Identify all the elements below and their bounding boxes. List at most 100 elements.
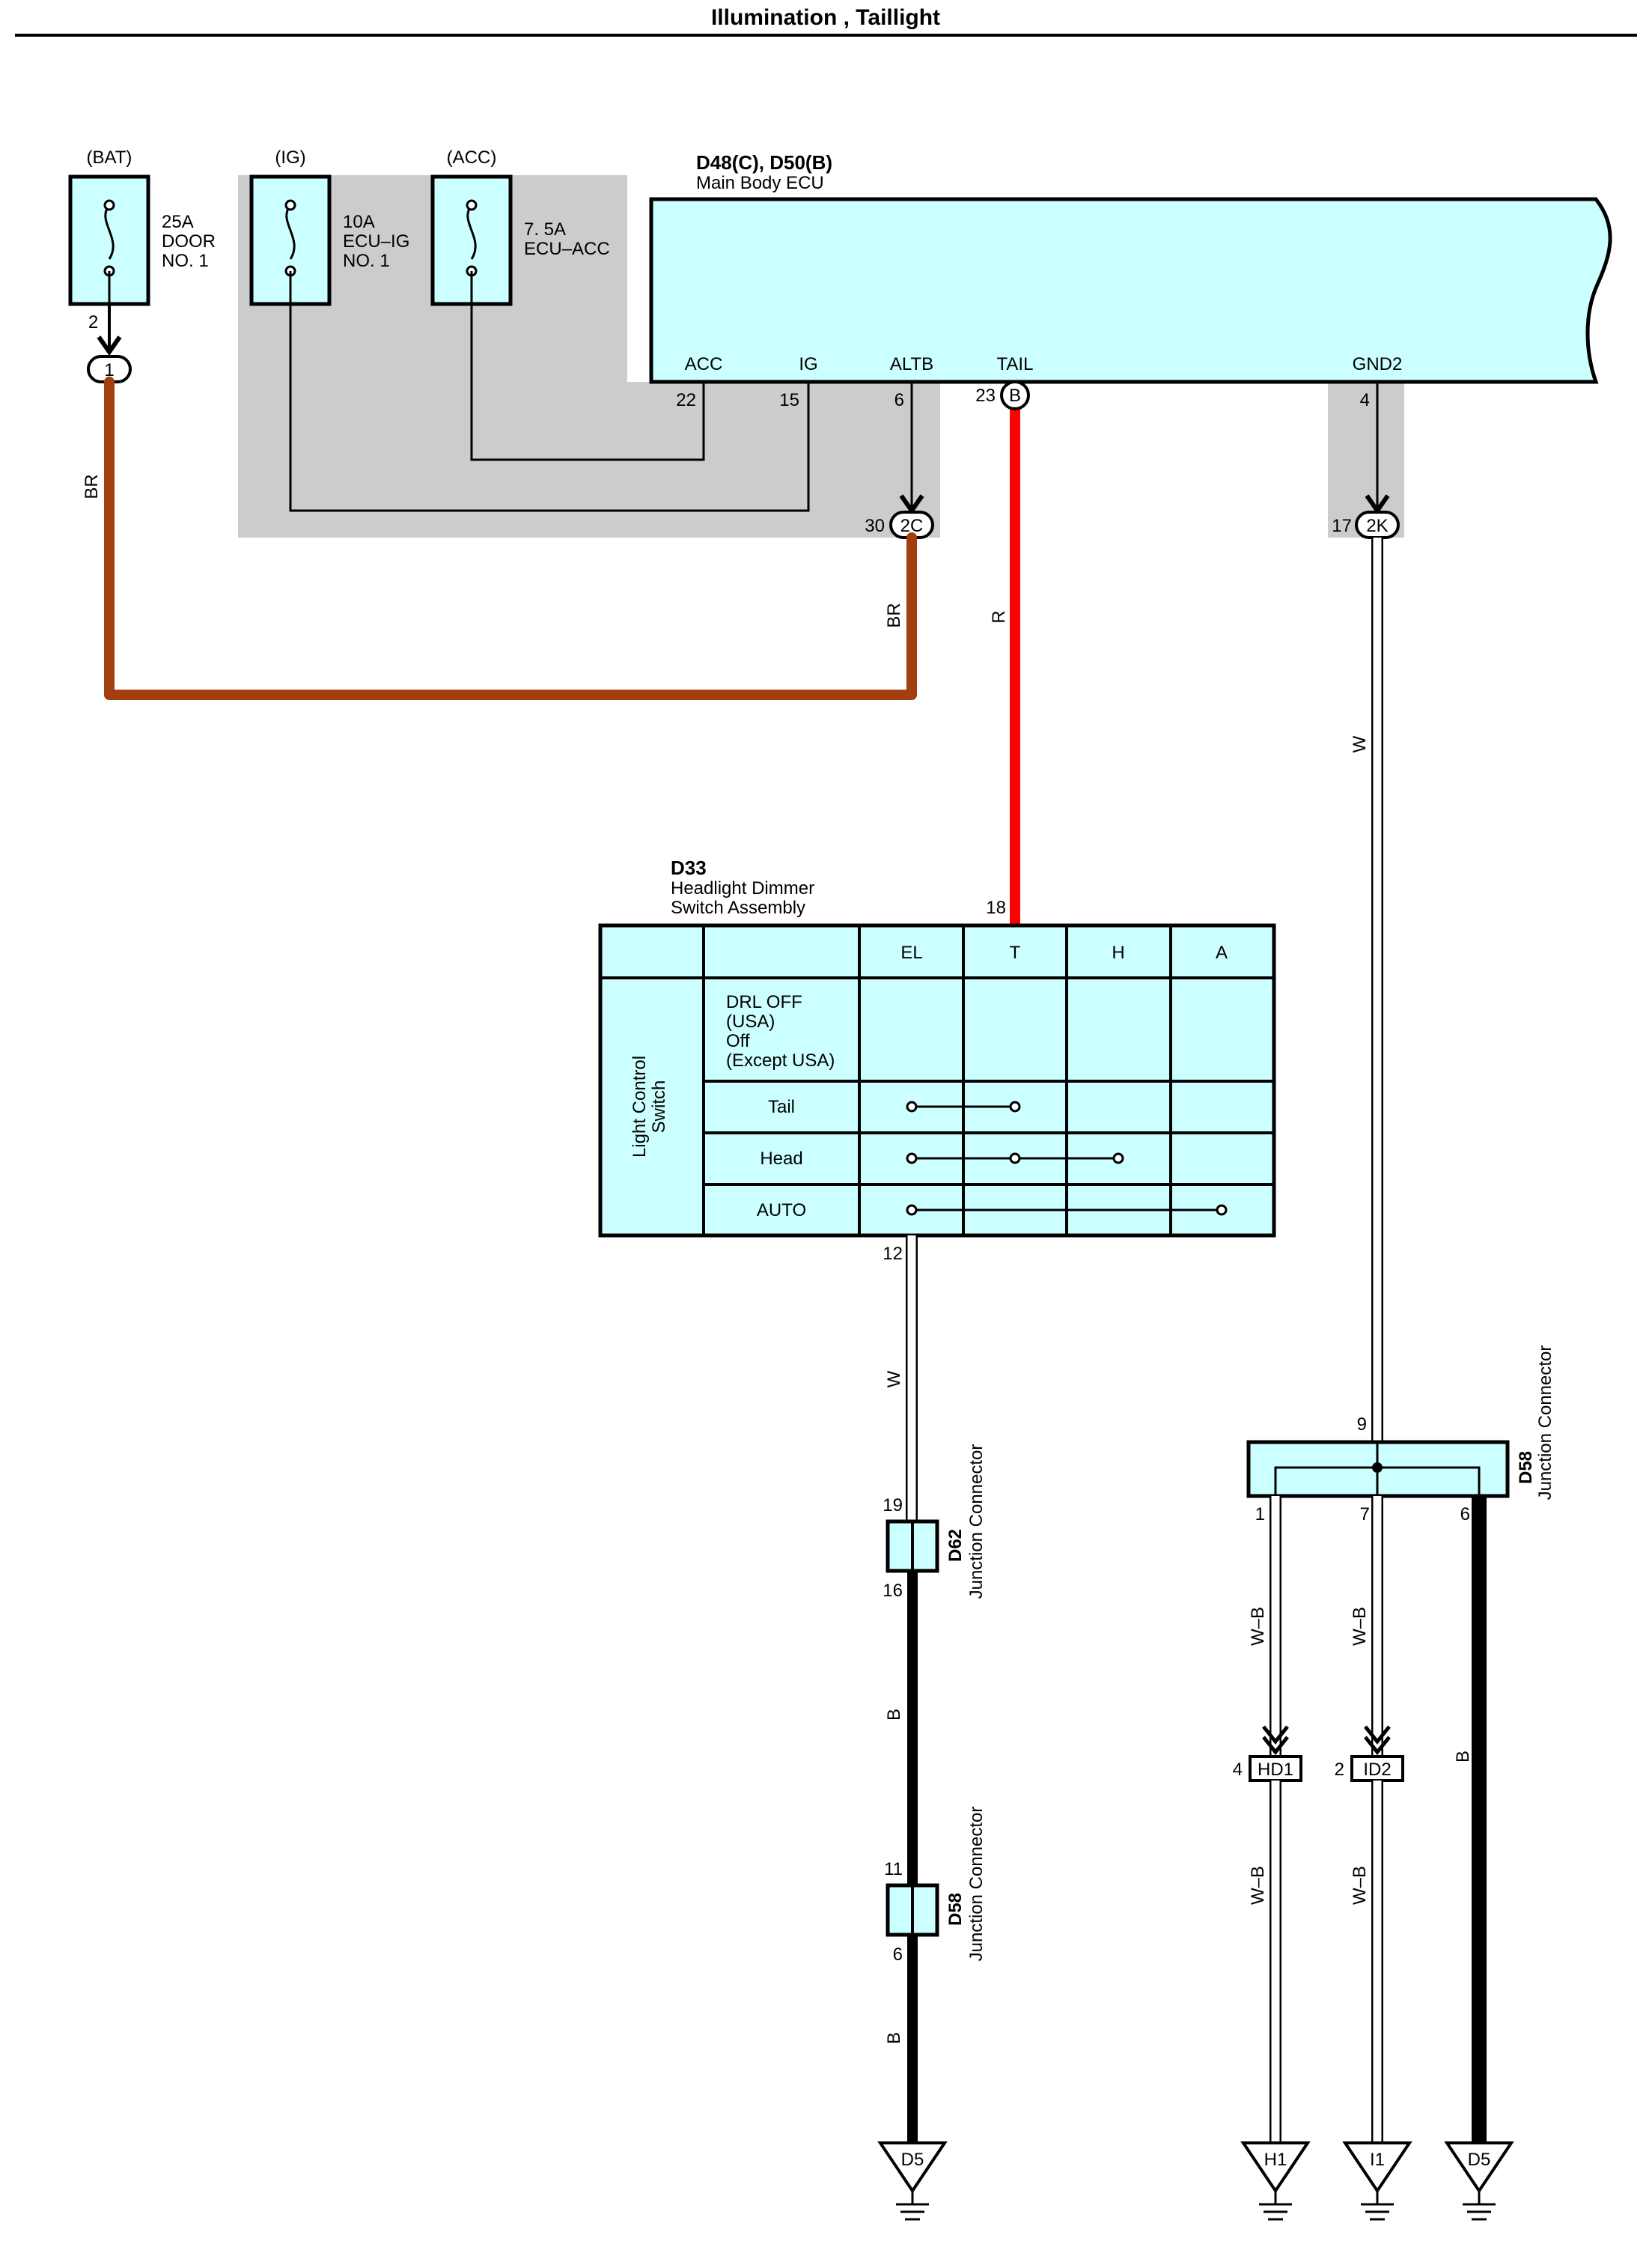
- d62-code: D62: [945, 1529, 966, 1562]
- wire-color-wb-3: W–B: [1248, 1866, 1268, 1905]
- ecu-code: D48(C), D50(B): [696, 151, 832, 174]
- d58b-pin-1: 1: [1255, 1504, 1265, 1524]
- fuse-acc: (ACC) 7. 5A ECU–ACC: [430, 148, 610, 306]
- switch-name-1: Headlight Dimmer: [671, 878, 814, 898]
- fuse-number: NO. 1: [343, 251, 390, 271]
- connector-2c-pin: 30: [865, 516, 885, 536]
- wire-color-b-1: B: [884, 1709, 904, 1721]
- ecu-pin-15: 15: [779, 390, 799, 410]
- d58b-pin-6: 6: [1460, 1504, 1470, 1524]
- connector-2k-pin: 17: [1332, 516, 1352, 536]
- d58a-code: D58: [945, 1893, 966, 1926]
- fuse-source-label: (ACC): [447, 148, 497, 168]
- fuse-rating: 25A: [162, 212, 194, 232]
- wire-color-br-left: BR: [82, 474, 102, 499]
- column-t: T: [1010, 943, 1021, 963]
- ecu-terminal-acc: ACC: [685, 354, 723, 374]
- fuse-bat: (BAT) 25A DOOR NO. 1: [68, 148, 216, 306]
- fuse-number: NO. 1: [162, 251, 209, 271]
- ground-icon: [1240, 2141, 1311, 2194]
- ecu-pin-4: 4: [1360, 390, 1370, 410]
- ground-icon: [877, 2141, 948, 2194]
- row-auto: AUTO: [757, 1200, 806, 1220]
- wire-br: [104, 377, 917, 700]
- light-control-switch-table: EL T H A Light Control Switch DRL OFF (U…: [598, 923, 1276, 1238]
- ecu-terminal-gnd2: GND2: [1353, 354, 1403, 374]
- ecu-pin-23: 23: [975, 386, 996, 406]
- d62-name: Junction Connector: [966, 1444, 987, 1599]
- fuse-name: DOOR: [162, 231, 216, 252]
- connector-hd1-label: HD1: [1258, 1760, 1293, 1780]
- splice-point: [1372, 1462, 1383, 1473]
- wire-color-br-right: BR: [884, 603, 904, 627]
- d58b-pin-7: 7: [1360, 1504, 1370, 1524]
- ground-icon: [1444, 2141, 1514, 2194]
- connector-arrow-icon: [97, 335, 122, 356]
- d58a-pin-in: 11: [884, 1859, 903, 1879]
- bat-pin: 2: [88, 312, 98, 332]
- fuse-rating: 10A: [343, 212, 375, 232]
- off-row-line-3: Off: [726, 1031, 750, 1051]
- ground-d5-right: D5: [1444, 2141, 1514, 2221]
- shaded-area-left: [238, 175, 940, 538]
- fuse-rating: 7. 5A: [524, 219, 566, 240]
- switch-code: D33: [671, 857, 707, 879]
- off-row-line-1: DRL OFF: [726, 992, 802, 1012]
- main-body-ecu: [649, 197, 1612, 384]
- contact-tail: [906, 1101, 1021, 1113]
- switch-name-2: Switch Assembly: [671, 898, 805, 918]
- connector-id2-label: ID2: [1363, 1760, 1391, 1780]
- connector-b: [1000, 380, 1030, 410]
- contact-head: [906, 1152, 1124, 1164]
- wire-acc: [470, 304, 705, 461]
- wire-color-wb-2: W–B: [1350, 1607, 1370, 1646]
- d58b-pin-in: 9: [1357, 1414, 1367, 1435]
- ground-h1: H1: [1240, 2141, 1311, 2221]
- d58a-name: Junction Connector: [966, 1807, 987, 1962]
- wire-color-b-3: B: [1453, 1751, 1473, 1763]
- connector-arrow-icon: [1364, 1725, 1391, 1756]
- fuse-name: ECU–IG: [343, 231, 409, 252]
- page-title: Illumination , Taillight: [711, 5, 940, 30]
- connector-arrow-icon: [1262, 1725, 1289, 1756]
- wire-color-w-left: W: [884, 1370, 904, 1387]
- ground-d5-left: D5: [877, 2141, 948, 2221]
- wire-color-wb-4: W–B: [1350, 1866, 1370, 1905]
- ecu-terminal-ig: IG: [799, 354, 817, 374]
- connector-2k-label: 2K: [1366, 516, 1388, 536]
- d58a-pin-out: 6: [893, 1945, 903, 1965]
- svg-text:D5: D5: [1468, 2150, 1491, 2170]
- column-h: H: [1112, 943, 1124, 963]
- wire-color-w-right: W: [1350, 735, 1370, 752]
- ecu-pin-6: 6: [894, 390, 904, 410]
- ground-icon: [1342, 2141, 1412, 2194]
- connector-1-label: 1: [104, 360, 114, 380]
- svg-text:D5: D5: [901, 2150, 924, 2170]
- row-tail: Tail: [768, 1097, 795, 1117]
- ecu-pin-22: 22: [676, 390, 696, 410]
- row-head: Head: [760, 1149, 802, 1169]
- connector-hd1-pin: 4: [1233, 1760, 1243, 1780]
- d62-pin-out: 16: [883, 1581, 903, 1601]
- svg-text:H1: H1: [1264, 2150, 1287, 2170]
- off-row-line-2: (USA): [726, 1012, 775, 1032]
- switch-pin-12: 12: [883, 1244, 903, 1264]
- ecu-terminal-altb: ALTB: [890, 354, 933, 374]
- svg-text:I1: I1: [1370, 2150, 1385, 2170]
- fuse-icon: [285, 204, 296, 260]
- side-label-1: Light Control: [630, 1056, 650, 1158]
- d58b-code: D58: [1516, 1451, 1536, 1484]
- d58b-name: Junction Connector: [1535, 1346, 1555, 1500]
- off-row-line-4: (Except USA): [726, 1050, 835, 1071]
- fuse-icon: [104, 204, 115, 260]
- contact-auto: [906, 1204, 1228, 1216]
- connector-id2-pin: 2: [1335, 1760, 1344, 1780]
- fuse-icon: [466, 204, 477, 260]
- ecu-terminal-tail: TAIL: [997, 354, 1034, 374]
- wire-ig: [289, 304, 810, 512]
- wire-color-wb-1: W–B: [1248, 1607, 1268, 1646]
- switch-pin-18: 18: [986, 898, 1006, 918]
- column-a: A: [1216, 943, 1228, 963]
- wire-color-b-2: B: [884, 2032, 904, 2044]
